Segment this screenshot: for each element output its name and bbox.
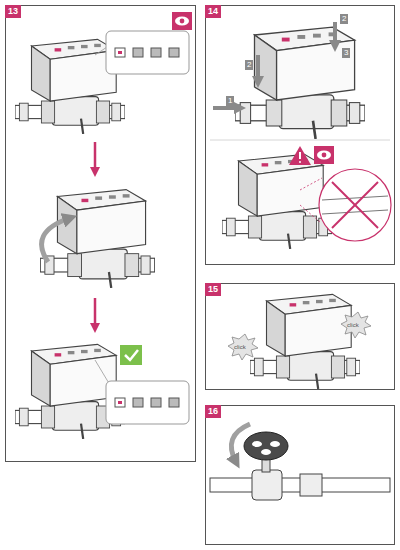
valve-actuator [40, 190, 154, 288]
valve-actuator [222, 154, 332, 249]
zoom-leader [300, 178, 322, 190]
handwheel [244, 432, 288, 460]
step-panel: 15 [205, 283, 395, 390]
handwheel-hole [261, 449, 271, 455]
rotate-arrow [231, 424, 250, 462]
ok-check [125, 350, 138, 360]
step-number: 16 [205, 405, 221, 418]
sequence-arrow [94, 142, 97, 172]
step-number: 15 [205, 283, 221, 296]
step-panel: 16 [205, 405, 395, 545]
click-burst [341, 312, 371, 338]
shutoff-valve [252, 470, 282, 500]
step-panel: 13 [5, 5, 196, 462]
warning-mark [299, 152, 301, 159]
click-burst [228, 334, 258, 360]
inspect-symbol [314, 146, 334, 164]
zoom-leader [300, 205, 320, 222]
handwheel-hole [252, 441, 262, 447]
rotate-arrow [42, 218, 70, 262]
step-order-number: 3 [342, 48, 350, 58]
divider [210, 140, 390, 141]
led-zoom-callout [106, 31, 189, 74]
valve-actuator [235, 27, 365, 139]
warning-symbol [289, 146, 311, 165]
zoom-leader [95, 360, 110, 385]
inspect-symbol [172, 12, 192, 30]
sequence-arrow [94, 298, 97, 328]
led-zoom-callout [106, 381, 189, 424]
step-order-number: 1 [226, 96, 234, 106]
step-number: 14 [205, 5, 221, 18]
handwheel-hole [270, 441, 280, 447]
pipe-fitting [300, 474, 322, 496]
forbidden-cross [332, 182, 378, 228]
valve-actuator [250, 294, 360, 389]
forbidden-cross [332, 182, 378, 228]
click-label: click [234, 344, 246, 351]
mount-arrow [256, 55, 260, 82]
click-label: click [347, 322, 359, 329]
step-number: 13 [5, 5, 21, 18]
step-order-number: 2 [245, 60, 253, 70]
ok-symbol [120, 345, 142, 365]
mount-arrow [333, 22, 337, 46]
step-panel: 14 [205, 5, 395, 265]
zoom-circle [319, 169, 391, 241]
warning-mark [299, 161, 301, 163]
step-order-number: 2 [340, 14, 348, 24]
mount-arrow [213, 106, 240, 110]
